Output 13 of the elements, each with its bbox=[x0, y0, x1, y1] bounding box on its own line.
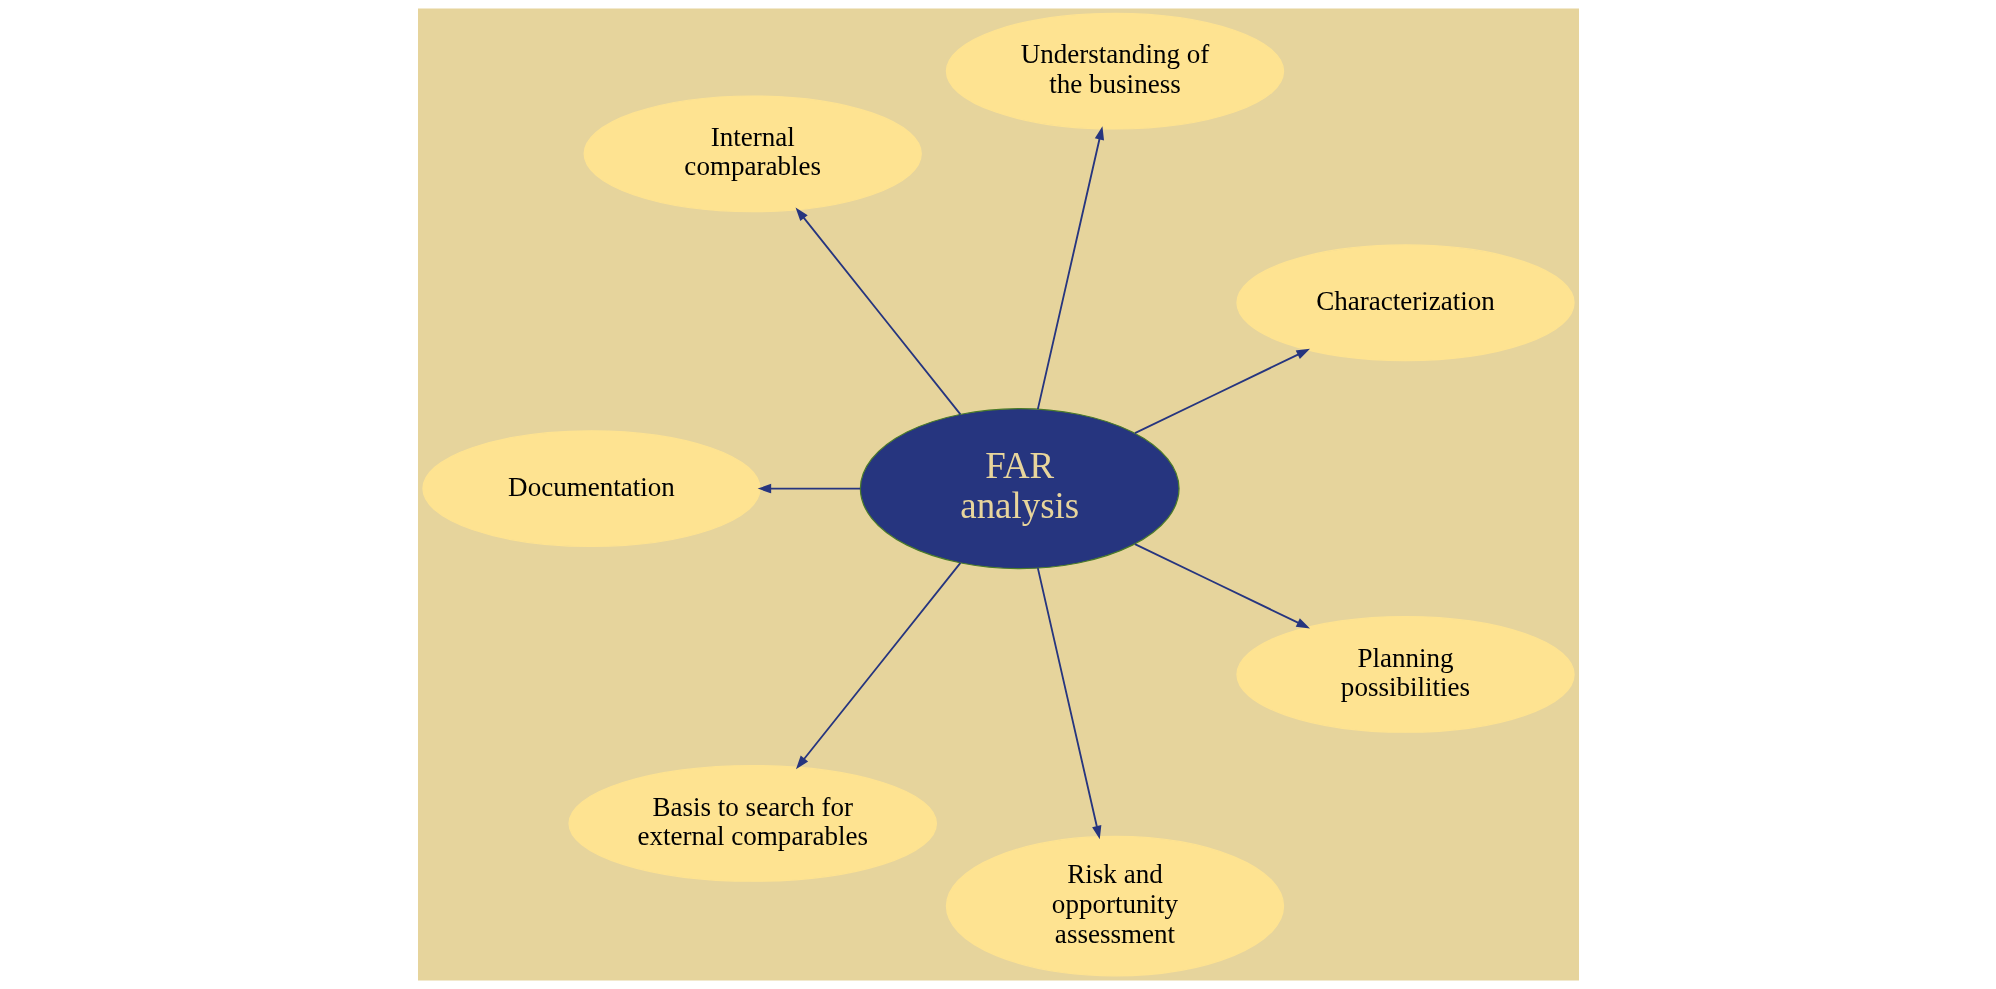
node-ellipse: FAR analysis bbox=[859, 408, 1180, 570]
arrow bbox=[1133, 543, 1310, 629]
node-ellipse: Internal comparables bbox=[583, 95, 922, 213]
node-ellipse: Basis to search for external comparables bbox=[567, 764, 937, 882]
arrow bbox=[795, 207, 961, 416]
arrow bbox=[795, 562, 961, 770]
arrow bbox=[757, 483, 861, 494]
arrow bbox=[1036, 126, 1104, 411]
arrow bbox=[1036, 567, 1101, 840]
node-ellipse: Understanding of the business bbox=[945, 12, 1284, 130]
node-ellipse: Risk and opportunity assessment bbox=[945, 835, 1284, 977]
arrow bbox=[1133, 348, 1310, 435]
node-ellipse: Documentation bbox=[421, 430, 761, 548]
